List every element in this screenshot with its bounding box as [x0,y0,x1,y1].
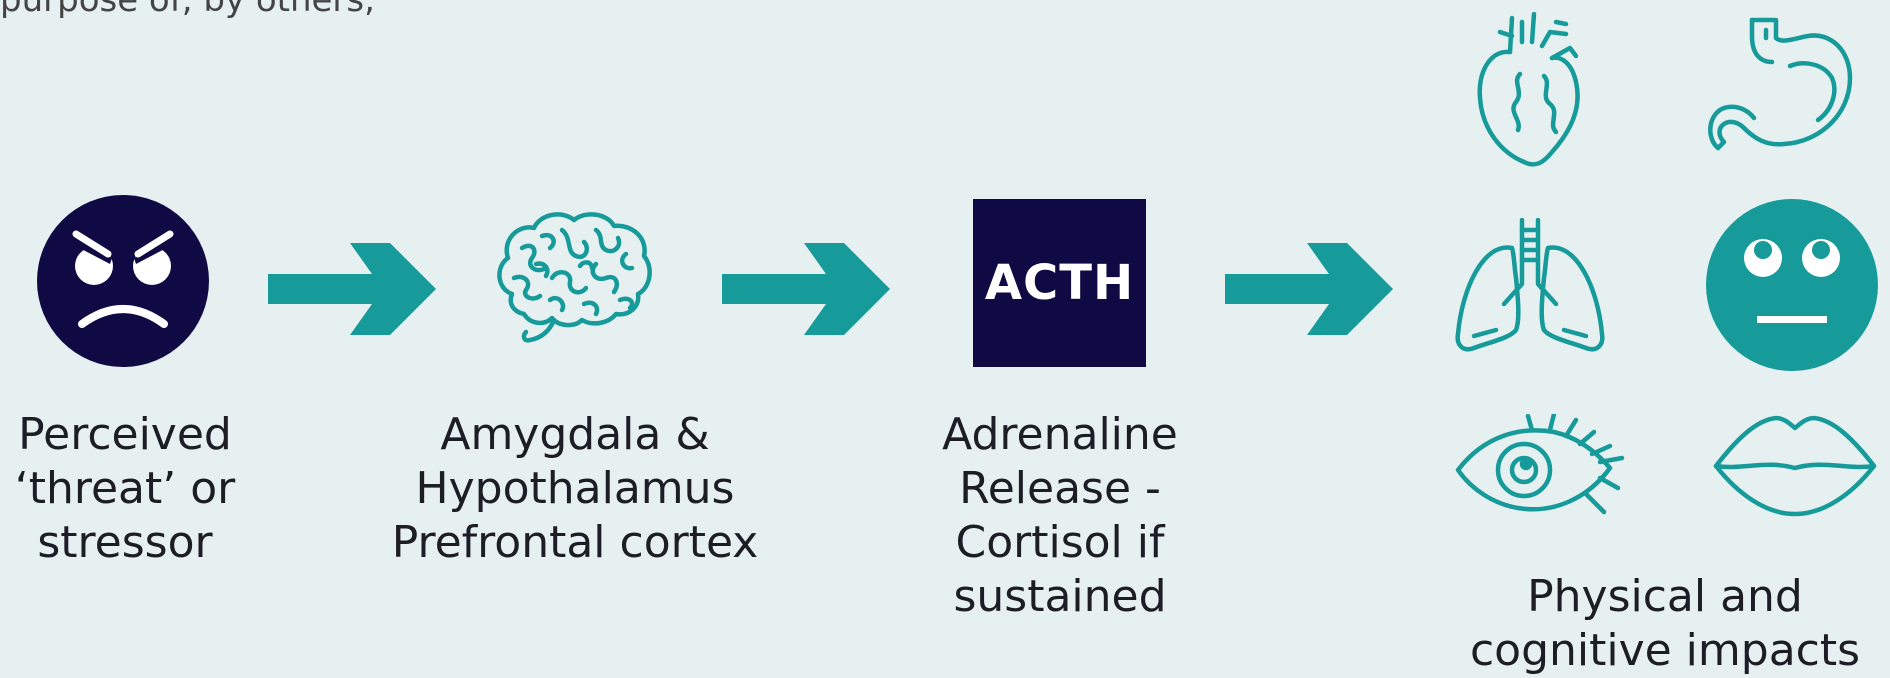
label-line: Cortisol if [955,517,1165,568]
acth-box: ACTH [973,199,1146,367]
step-3-label: Adrenaline Release - Cortisol if sustain… [910,408,1210,624]
eye-icon [1454,414,1630,518]
lips-icon [1712,410,1878,520]
arrow-icon [1225,243,1393,335]
arrow-icon [268,243,436,335]
lungs-icon [1454,218,1606,354]
label-line: ‘threat’ or [14,463,236,514]
label-line: stressor [37,517,213,568]
top-cut-text: purpose of, by others, [0,0,375,20]
heart-icon [1470,12,1588,174]
label-line: cognitive impacts [1469,625,1861,676]
step-1-label: Perceived ‘threat’ or stressor [0,408,250,570]
angry-face-icon [36,194,210,368]
label-line: Adrenaline [942,409,1178,460]
label-line: Physical and [1527,571,1803,622]
label-line: Prefrontal cortex [391,517,759,568]
neutral-face-icon [1705,198,1879,372]
stomach-icon [1704,16,1854,154]
label-line: Perceived [18,409,232,460]
label-line: sustained [953,571,1167,622]
step-2-label: Amygdala & Hypothalamus Prefrontal corte… [375,408,775,570]
label-line: Release - [959,463,1161,514]
label-line: Hypothalamus [415,463,735,514]
brain-icon [492,208,654,348]
arrow-icon [722,243,890,335]
step-4-label: Physical and cognitive impacts [1440,570,1890,678]
label-line: Amygdala & [440,409,710,460]
